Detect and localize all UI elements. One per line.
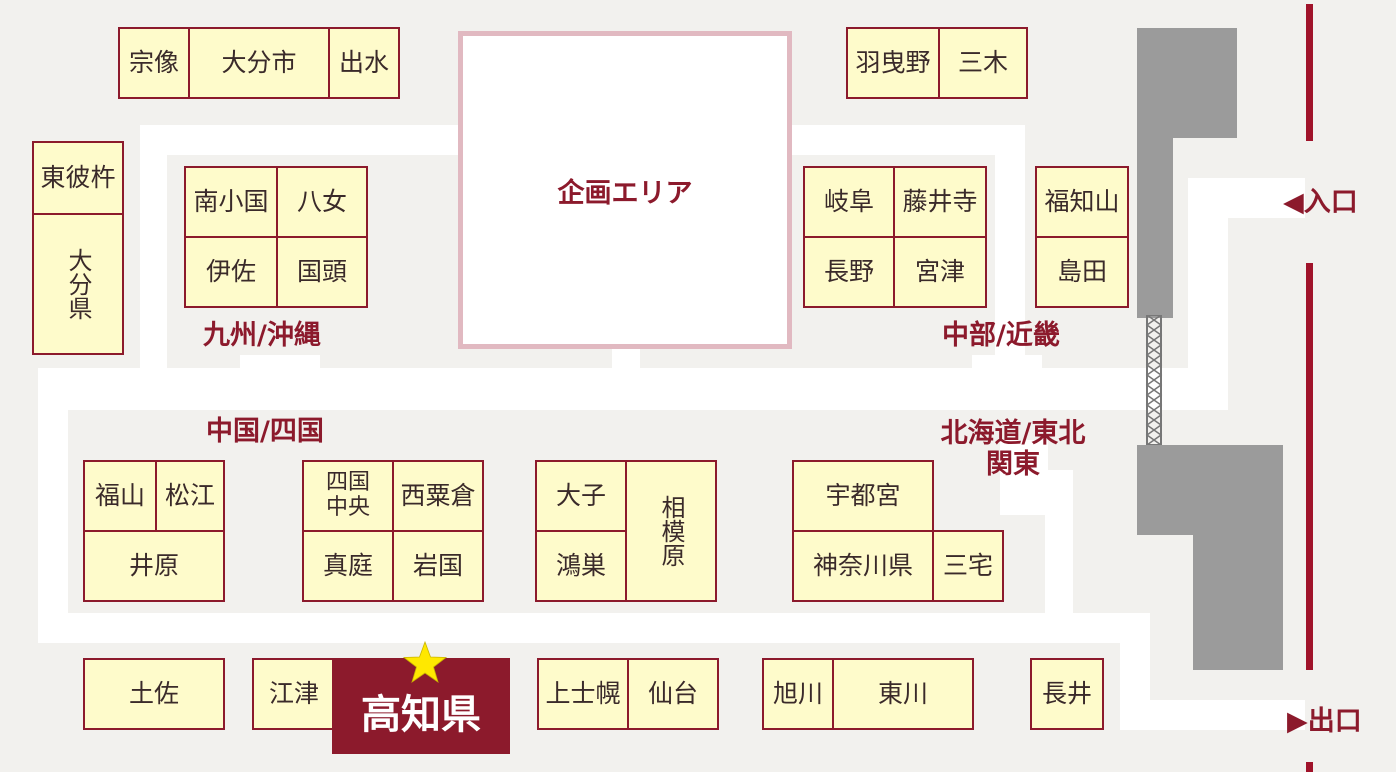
connector-truss — [1145, 315, 1163, 445]
booth-oita-city[interactable]: 大分市 — [188, 27, 330, 99]
aisle — [1045, 470, 1073, 615]
aisle — [38, 368, 1228, 410]
entrance-label: 入口 — [1303, 187, 1358, 218]
wall — [1306, 762, 1313, 772]
booth-yame[interactable]: 八女 — [276, 166, 368, 238]
aisle — [1188, 178, 1305, 218]
booth-asahikawa[interactable]: 旭川 — [762, 658, 834, 730]
entrance-marker: ◀入口 — [1283, 180, 1358, 219]
booth-konosu[interactable]: 鴻巣 — [535, 530, 627, 602]
aisle — [972, 355, 1042, 370]
booth-ibara[interactable]: 井原 — [83, 530, 225, 602]
booth-munakata[interactable]: 宗像 — [118, 27, 190, 99]
star-icon — [402, 640, 448, 683]
booth-nishiawakura[interactable]: 西粟倉 — [392, 460, 484, 532]
booth-higashikawa[interactable]: 東川 — [832, 658, 974, 730]
booth-sagamihara[interactable]: 相模原 — [625, 460, 717, 602]
aisle — [38, 613, 1148, 643]
booth-utsunomiya[interactable]: 宇都宮 — [792, 460, 934, 532]
booth-miyake[interactable]: 三宅 — [932, 530, 1004, 602]
region-label-hokkaido-tohoku-kanto: 北海道/東北 関東 — [940, 418, 1086, 481]
booth-miyazu[interactable]: 宮津 — [893, 236, 987, 308]
booth-nagai[interactable]: 長井 — [1030, 658, 1104, 730]
booth-isa[interactable]: 伊佐 — [184, 236, 278, 308]
building-structure — [1193, 530, 1283, 670]
planning-area-label: 企画エリア — [557, 177, 693, 209]
booth-oita-pref[interactable]: 大分県 — [32, 213, 124, 355]
booth-kunisaki[interactable]: 国頭 — [276, 236, 368, 308]
aisle — [995, 125, 1025, 385]
booth-fukuchiyama[interactable]: 福知山 — [1035, 166, 1129, 238]
wall — [1306, 263, 1313, 670]
left-triangle-icon: ◀ — [1283, 187, 1304, 218]
booth-matsue[interactable]: 松江 — [155, 460, 225, 532]
booth-izumi[interactable]: 出水 — [328, 27, 400, 99]
booth-higashisonogi[interactable]: 東彼杵 — [32, 141, 124, 215]
wall — [1306, 4, 1313, 141]
booth-kamishihoro[interactable]: 上士幌 — [537, 658, 629, 730]
booth-iwakuni[interactable]: 岩国 — [392, 530, 484, 602]
booth-fujiidera[interactable]: 藤井寺 — [893, 166, 987, 238]
region-label-chubu-kinki: 中部/近畿 — [942, 320, 1060, 351]
exit-marker: ▶出口 — [1287, 699, 1362, 738]
aisle — [240, 355, 320, 370]
region-label-chugoku-shikoku: 中国/四国 — [206, 416, 324, 447]
booth-shikokuchuo[interactable]: 四国 中央 — [302, 460, 394, 532]
region-label-kyushu-okinawa: 九州/沖縄 — [203, 320, 321, 351]
booth-shimada[interactable]: 島田 — [1035, 236, 1129, 308]
building-structure — [1137, 136, 1173, 318]
booth-taishi[interactable]: 大子 — [535, 460, 627, 532]
building-structure — [1137, 445, 1283, 535]
booth-nagano[interactable]: 長野 — [803, 236, 895, 308]
booth-fukuyama[interactable]: 福山 — [83, 460, 157, 532]
right-triangle-icon: ▶ — [1287, 706, 1308, 737]
planning-area: 企画エリア — [458, 31, 792, 349]
exit-label: 出口 — [1307, 706, 1362, 737]
booth-habikino[interactable]: 羽曳野 — [846, 27, 940, 99]
booth-kanagawa[interactable]: 神奈川県 — [792, 530, 934, 602]
aisle — [1000, 440, 1048, 515]
booth-maniwa[interactable]: 真庭 — [302, 530, 394, 602]
booth-gifu[interactable]: 岐阜 — [803, 166, 895, 238]
building-structure — [1137, 28, 1237, 138]
booth-miki[interactable]: 三木 — [938, 27, 1028, 99]
booth-tosa[interactable]: 土佐 — [83, 658, 225, 730]
booth-gotsu[interactable]: 江津 — [252, 658, 336, 730]
booth-minamioguni[interactable]: 南小国 — [184, 166, 278, 238]
aisle — [140, 125, 167, 385]
aisle — [1120, 613, 1150, 713]
booth-sendai[interactable]: 仙台 — [627, 658, 719, 730]
aisle — [38, 368, 68, 643]
aisle — [1120, 700, 1305, 730]
